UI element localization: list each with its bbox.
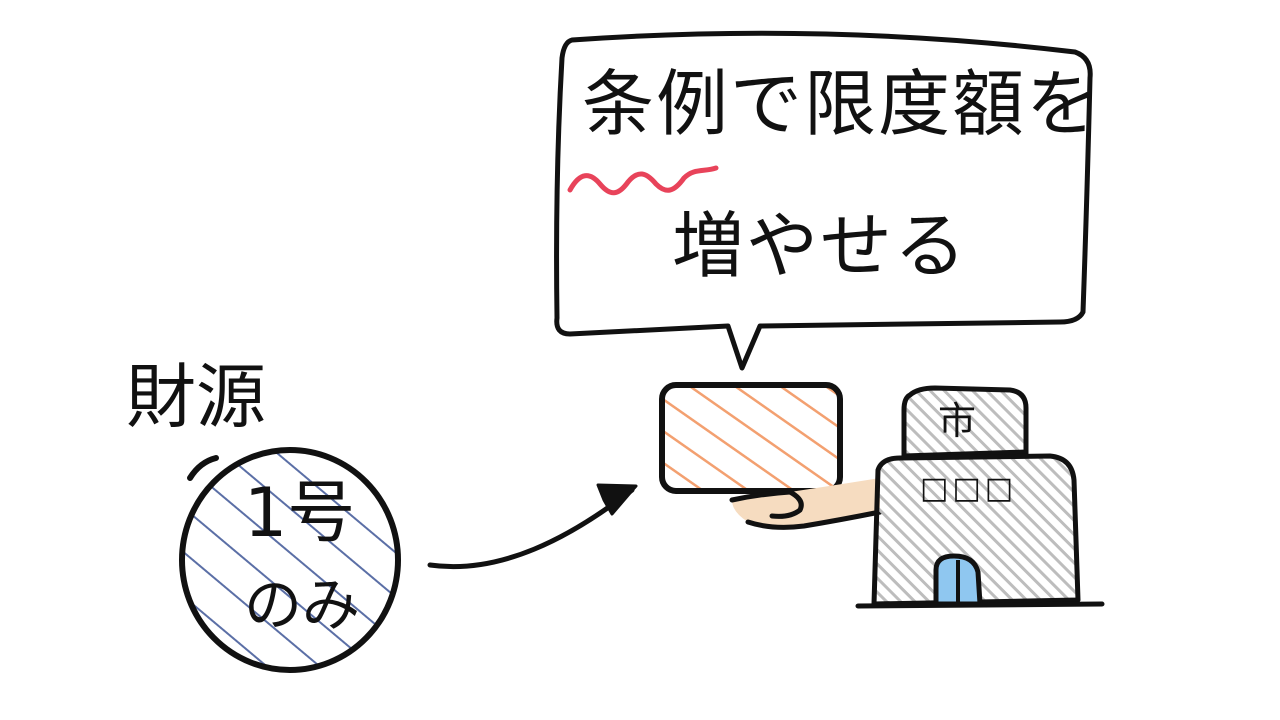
- city-hall-building: [871, 453, 1081, 607]
- speech-bubble: [554, 30, 1093, 371]
- board: [662, 385, 840, 491]
- city-hall-windows: □□□: [920, 471, 1018, 506]
- speech-text-line-1: 条例で限度額を: [582, 62, 1101, 146]
- ground-line: [855, 601, 1105, 609]
- funding-source-label: 財源: [126, 356, 266, 438]
- city-hall-sign: [901, 385, 1029, 459]
- city-hall-sign-text: 市: [938, 399, 977, 443]
- hand: [732, 478, 880, 529]
- funding-circle: [182, 450, 398, 670]
- arrow-head: [596, 483, 638, 516]
- arrow: [427, 487, 635, 570]
- funding-circle-text-1: 1号: [244, 474, 356, 553]
- red-wavy-underline: [567, 165, 719, 196]
- speech-text-line-2: 増やせる: [672, 204, 969, 288]
- funding-circle-text-2: のみ: [244, 571, 361, 639]
